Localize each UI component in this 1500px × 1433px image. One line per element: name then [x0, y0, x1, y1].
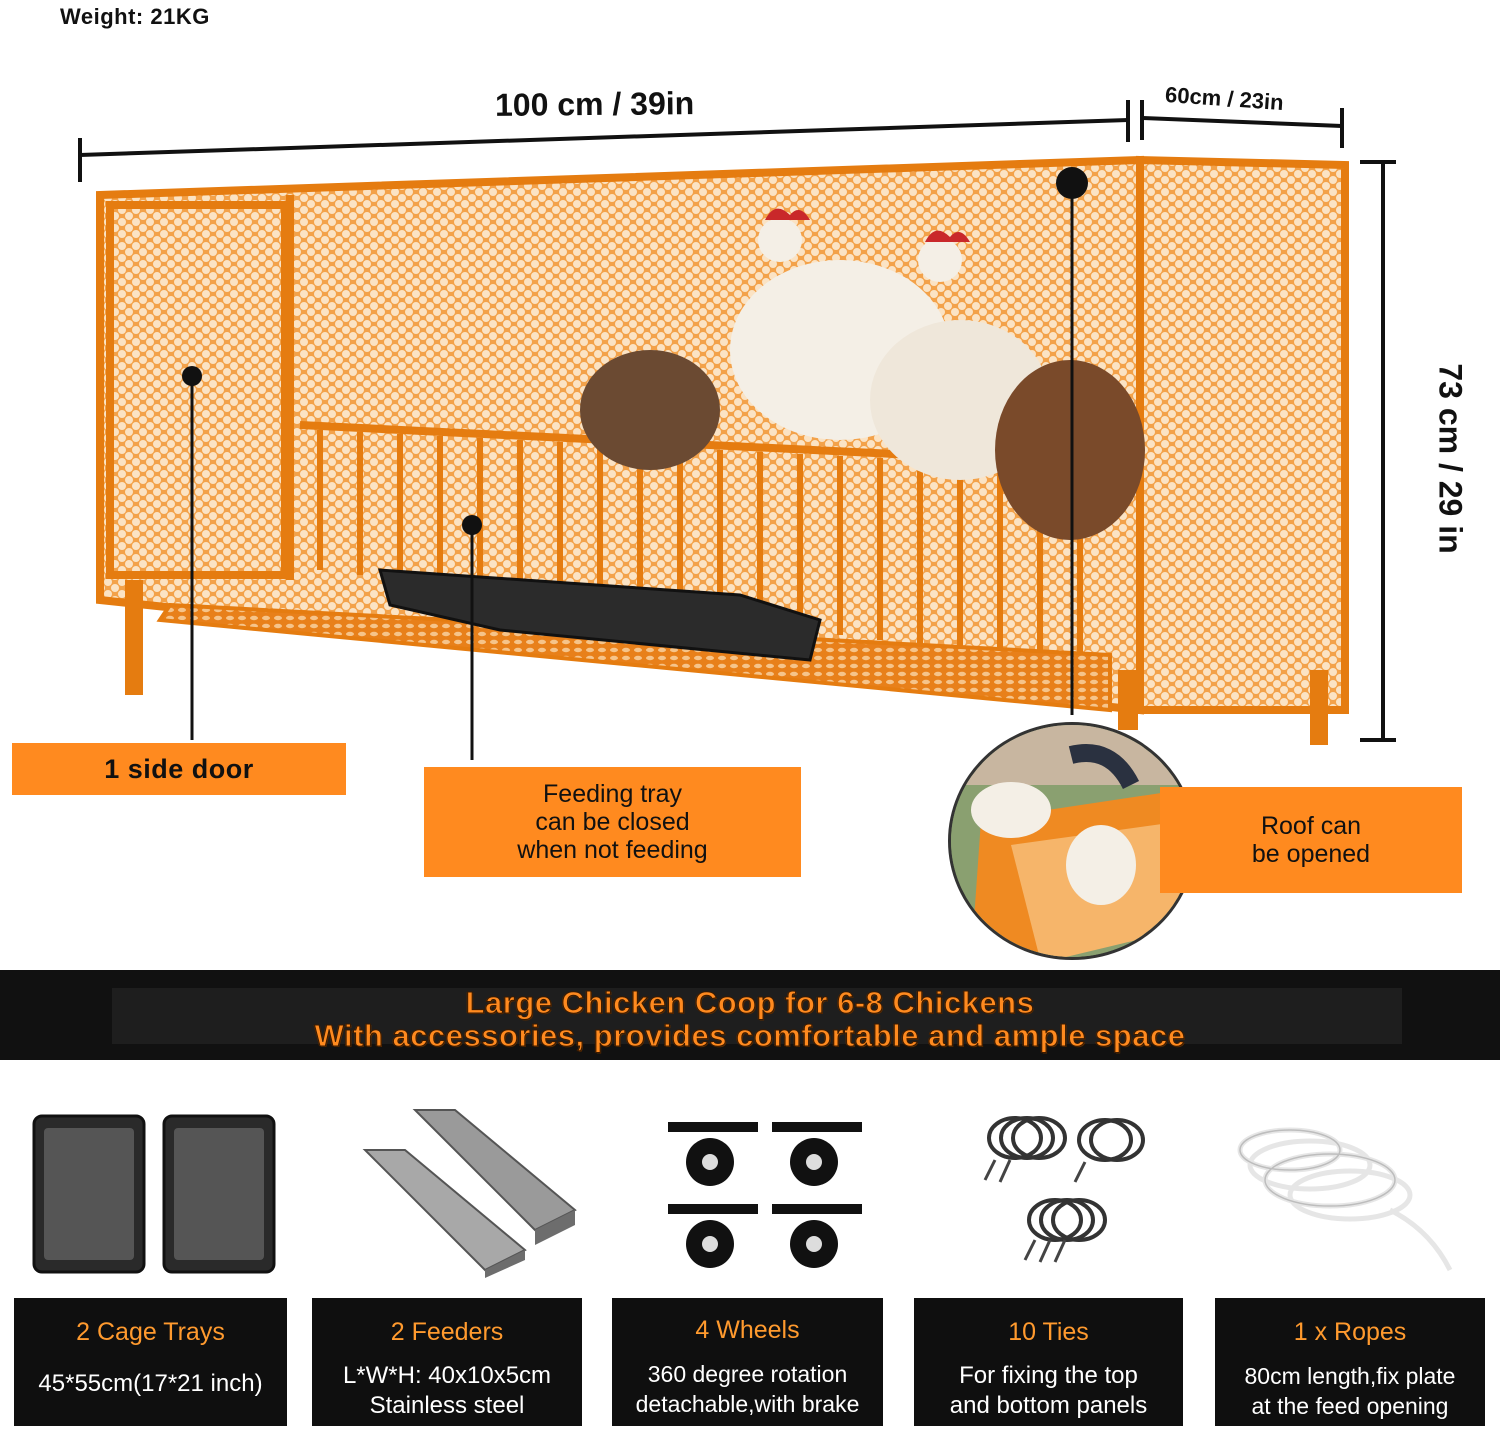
- accessory-title: 1 x Ropes: [1293, 1318, 1407, 1346]
- accessory-title: 2 Feeders: [390, 1318, 504, 1346]
- accessory-feeders: 2 Feeders L*W*H: 40x10x5cm Stainless ste…: [312, 1298, 582, 1426]
- accessory-ropes: 1 x Ropes 80cm length,fix plate at the f…: [1215, 1298, 1485, 1426]
- chicken-coop-image: [96, 155, 1349, 760]
- width-dimension-label: 100 cm / 39in: [494, 85, 695, 123]
- accessory-detail: Stainless steel: [369, 1392, 525, 1419]
- banner-headline: Large Chicken Coop for 6-8 Chickens: [465, 985, 1035, 1021]
- accessory-detail: For fixing the top: [959, 1362, 1138, 1389]
- feeder-icon: [362, 1109, 577, 1278]
- roof-callout: Roof can be opened: [1160, 787, 1462, 893]
- feeding-tray-callout-line: can be closed: [535, 808, 690, 836]
- accessory-title: 2 Cage Trays: [76, 1318, 225, 1346]
- weight-label: Weight: 21KG: [60, 4, 210, 29]
- rope-icon: [1237, 1127, 1453, 1272]
- feature-banner: [0, 970, 1500, 1060]
- side-door-callout: 1 side door: [12, 743, 346, 795]
- wheel-icon: [668, 1122, 862, 1268]
- accessory-detail: 45*55cm(17*21 inch): [38, 1370, 263, 1397]
- depth-dimension-line: [1141, 116, 1343, 128]
- accessory-cage-trays: 2 Cage Trays 45*55cm(17*21 inch): [14, 1298, 287, 1426]
- roof-callout-line: Roof can: [1260, 812, 1362, 840]
- accessory-wheels: 4 Wheels 360 degree rotation detachable,…: [612, 1298, 883, 1426]
- accessory-detail: and bottom panels: [949, 1392, 1148, 1419]
- cable-tie-icon: [983, 1116, 1145, 1263]
- accessory-detail: at the feed opening: [1251, 1393, 1449, 1419]
- accessory-detail: 80cm length,fix plate: [1244, 1363, 1456, 1389]
- roof-open-inset-image: [948, 722, 1196, 960]
- height-dimension-label: 73 cm / 29 in: [1432, 363, 1469, 554]
- banner-subheadline: With accessories, provides comfortable a…: [314, 1018, 1186, 1054]
- width-dimension-line: [79, 118, 1129, 157]
- accessory-title: 10 Ties: [1008, 1318, 1089, 1346]
- roof-callout-line: be opened: [1251, 840, 1371, 868]
- feeding-tray-callout-line: when not feeding: [517, 836, 708, 864]
- accessory-detail: L*W*H: 40x10x5cm: [342, 1362, 552, 1389]
- cage-tray-icon: [32, 1114, 276, 1274]
- accessory-ties: 10 Ties For fixing the top and bottom pa…: [914, 1298, 1183, 1426]
- accessory-title: 4 Wheels: [695, 1316, 800, 1344]
- dimension-lines: [78, 100, 1396, 742]
- accessory-detail: detachable,with brake: [635, 1391, 860, 1417]
- feeding-tray-callout-line: Feeding tray: [543, 780, 682, 808]
- accessory-detail: 360 degree rotation: [647, 1361, 848, 1387]
- chickens: [580, 208, 1145, 540]
- feeding-tray-callout: Feeding tray can be closed when not feed…: [424, 767, 801, 877]
